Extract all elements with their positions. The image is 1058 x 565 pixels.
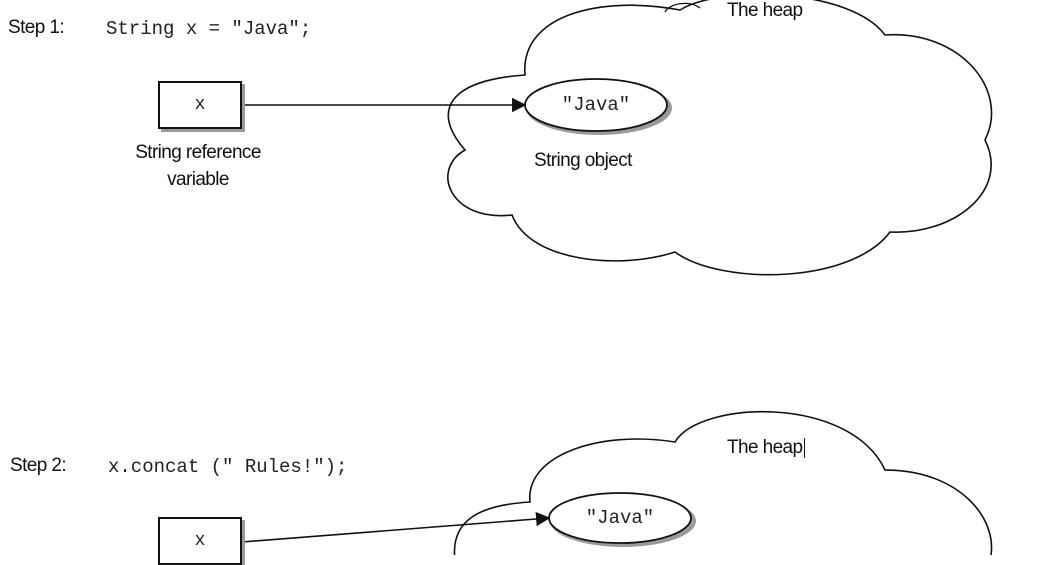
heap-label-step2: The heap [727, 437, 805, 459]
heap-cloud-step1 [447, 0, 993, 276]
step1-code: String x = "Java"; [106, 18, 312, 40]
step2-label: Step 2: [10, 455, 67, 476]
step1-label: Step 1: [8, 17, 65, 38]
heap-cloud-step2 [453, 410, 993, 555]
string-object-caption: String object [534, 150, 632, 171]
variable-name-step1: x [194, 95, 206, 115]
heap-label-step1: The heap [727, 0, 803, 21]
step2-code: x.concat (" Rules!"); [108, 456, 348, 478]
reference-variable-box-step2: x [158, 517, 242, 565]
string-object-text-step2: "Java" [585, 507, 655, 529]
heap-label-step2-text: The heap [727, 437, 803, 458]
string-object-text-step1: "Java" [561, 94, 631, 116]
reference-variable-caption: String reference variable [135, 142, 261, 190]
variable-name-step2: x [194, 531, 206, 551]
heap-cloud-step1-detail [664, 2, 701, 13]
reference-arrow-step2 [241, 511, 551, 543]
reference-variable-box-step1: x [158, 81, 242, 129]
text-cursor [803, 437, 805, 458]
